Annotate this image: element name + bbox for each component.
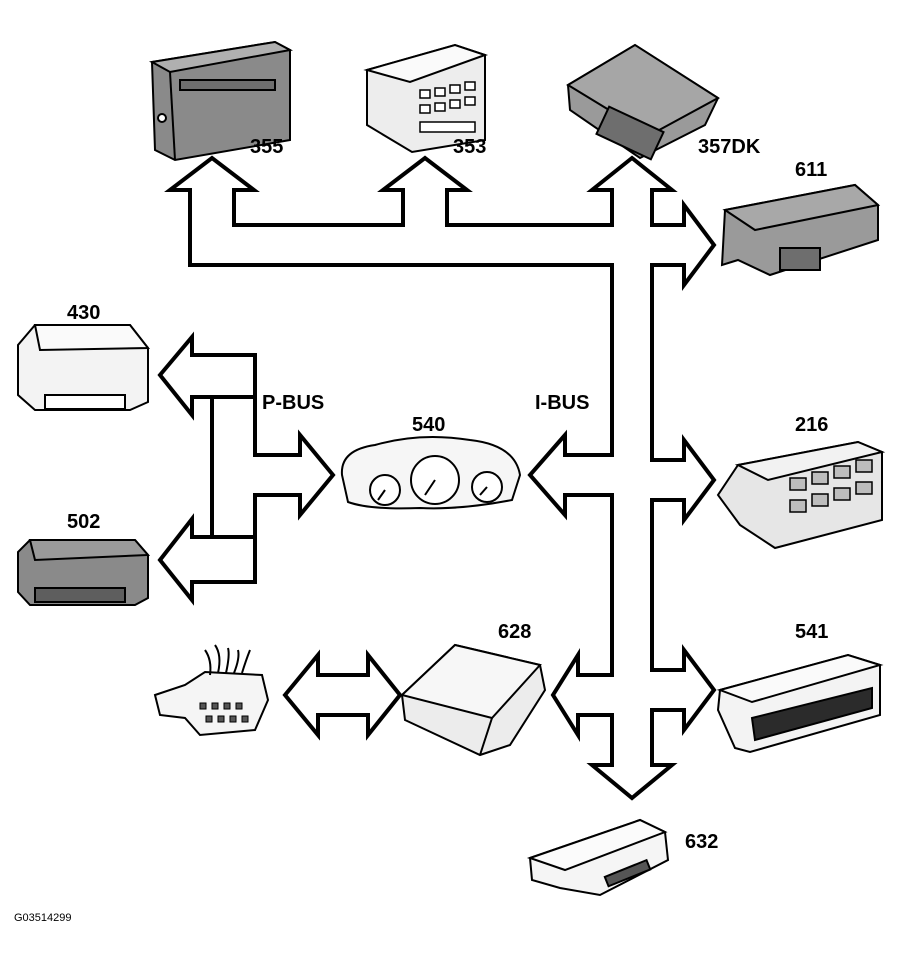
label-628: 628 bbox=[498, 621, 532, 643]
label-216: 216 bbox=[795, 414, 829, 436]
diagnostic-double-arrow bbox=[282, 649, 403, 741]
module-541 bbox=[716, 653, 884, 754]
module-502 bbox=[17, 539, 151, 606]
diagnostic-connector bbox=[153, 644, 270, 737]
module-628 bbox=[399, 643, 547, 757]
module-632 bbox=[526, 818, 670, 897]
label-430: 430 bbox=[67, 302, 101, 324]
label-632: 632 bbox=[685, 831, 719, 853]
module-216 bbox=[716, 440, 886, 550]
module-540 bbox=[340, 435, 522, 510]
label-357dk: 357DK bbox=[698, 136, 761, 158]
label-541: 541 bbox=[795, 621, 829, 643]
label-355: 355 bbox=[250, 136, 284, 158]
module-430 bbox=[17, 324, 151, 411]
module-355 bbox=[148, 40, 293, 162]
p-bus-arrows bbox=[157, 331, 336, 606]
i-bus-label: I-BUS bbox=[535, 392, 590, 414]
i-bus-arrows bbox=[164, 155, 717, 801]
module-353 bbox=[363, 43, 489, 154]
module-611 bbox=[720, 183, 881, 277]
label-353: 353 bbox=[453, 136, 487, 158]
label-611: 611 bbox=[795, 159, 828, 181]
figure-code: G03514299 bbox=[14, 912, 72, 924]
module-357dk bbox=[566, 43, 720, 161]
p-bus-label: P-BUS bbox=[262, 392, 325, 414]
label-502: 502 bbox=[67, 511, 101, 533]
label-540: 540 bbox=[412, 414, 446, 436]
